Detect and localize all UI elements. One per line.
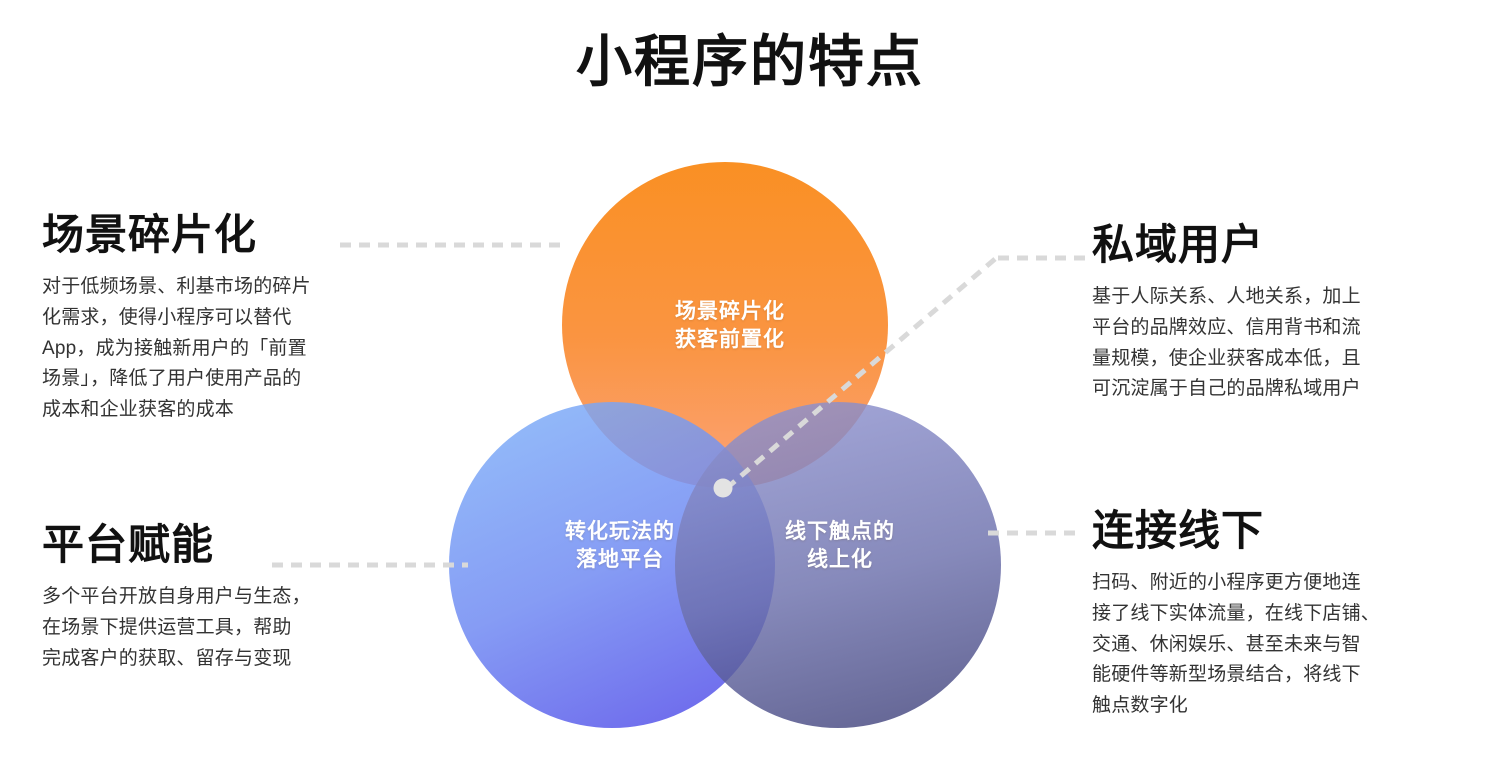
venn-svg <box>449 162 1001 728</box>
circle-label-top: 场景碎片化 获客前置化 <box>675 300 785 351</box>
heading-scene-fragmentation: 场景碎片化 <box>42 211 258 258</box>
heading-private-domain-users: 私域用户 <box>1092 221 1265 268</box>
circle-left[interactable] <box>449 402 775 728</box>
circle-label-right: 线下触点的 线上化 <box>785 520 895 571</box>
feature-block-private-domain-users: 私域用户 基于人际关系、人地关系，加上 平台的品牌效应、信用背书和流 量规模，使… <box>1092 221 1482 405</box>
body-platform-empowerment: 多个平台开放自身用户与生态， 在场景下提供运营工具，帮助 完成客户的获取、留存与… <box>42 586 311 669</box>
circle-label-left: 转化玩法的 落地平台 <box>565 520 675 571</box>
heading-platform-empowerment: 平台赋能 <box>42 521 215 568</box>
body-private-domain-users: 基于人际关系、人地关系，加上 平台的品牌效应、信用背书和流 量规模，使企业获客成… <box>1092 286 1361 400</box>
feature-block-connect-offline: 连接线下 扫码、附近的小程序更方便地连 接了线下实体流量，在线下店铺、 交通、休… <box>1092 507 1482 722</box>
venn-diagram: 场景碎片化 获客前置化 转化玩法的 落地平台 线下触点的 线上化 <box>420 160 1040 740</box>
feature-block-platform-empowerment: 平台赋能 多个平台开放自身用户与生态， 在场景下提供运营工具，帮助 完成客户的获… <box>42 521 442 674</box>
body-connect-offline: 扫码、附近的小程序更方便地连 接了线下实体流量，在线下店铺、 交通、休闲娱乐、甚… <box>1092 572 1381 717</box>
page-title: 小程序的特点 <box>576 30 924 93</box>
feature-block-scene-fragmentation: 场景碎片化 对于低频场景、利基市场的碎片 化需求，使得小程序可以替代 App，成… <box>42 211 442 426</box>
heading-connect-offline: 连接线下 <box>1092 507 1265 554</box>
body-scene-fragmentation: 对于低频场景、利基市场的碎片 化需求，使得小程序可以替代 App，成为接触新用户… <box>42 276 311 421</box>
